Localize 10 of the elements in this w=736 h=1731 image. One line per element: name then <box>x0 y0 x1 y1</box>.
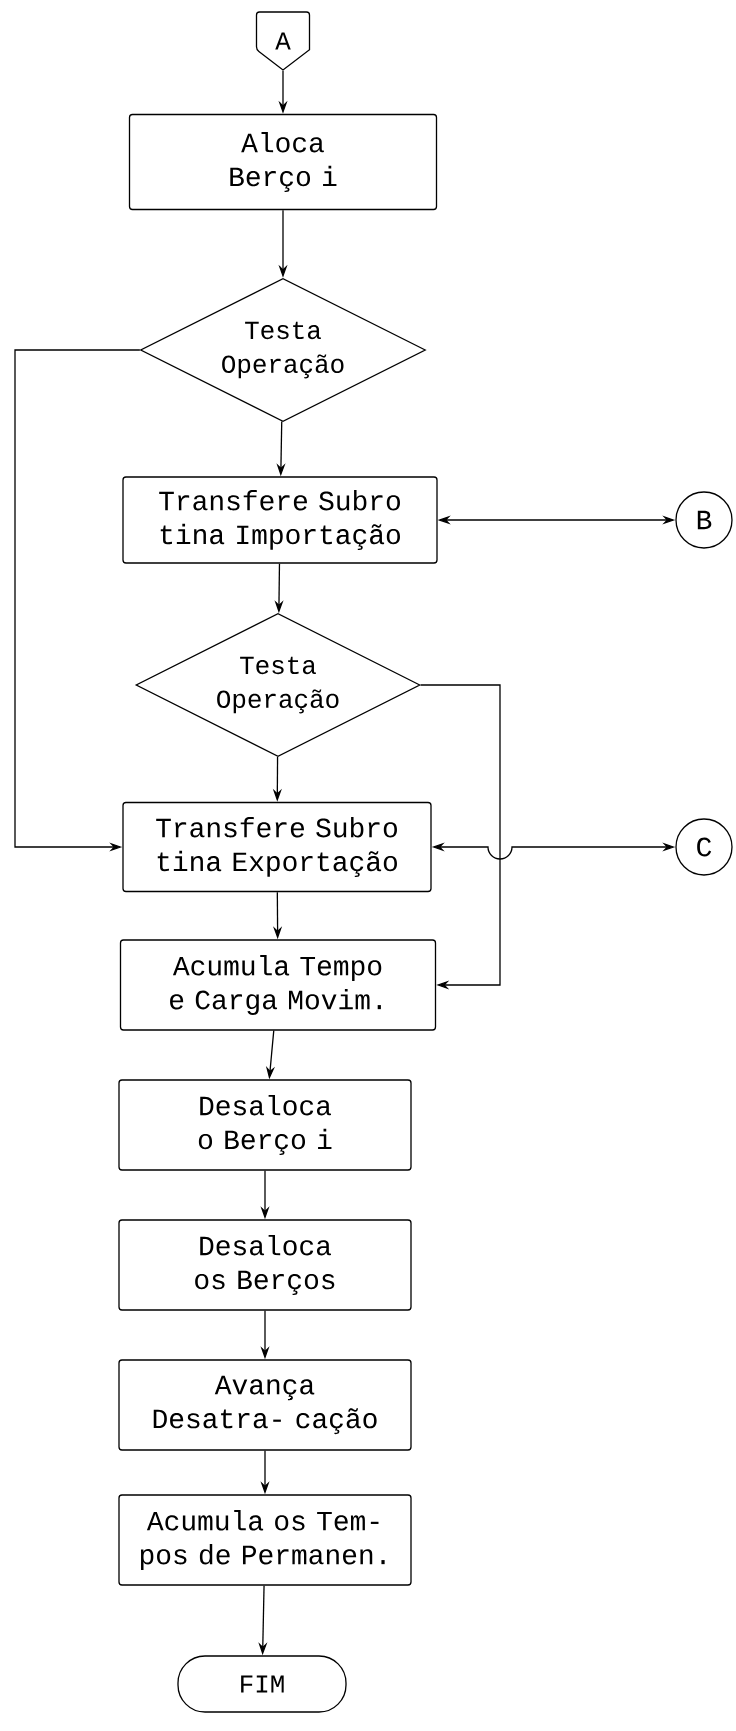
process-box: Transfere Subro tina Importação <box>122 476 438 564</box>
process-box: Aloca Berço i <box>128 113 438 211</box>
process-box: Acumula os Tem- pos de Permanen. <box>118 1494 412 1586</box>
process-box: Desaloca os Berços <box>118 1219 412 1311</box>
process-box: Avança Desatra- cação <box>118 1359 412 1451</box>
offpage-connector: A <box>255 11 311 71</box>
process-box: Desaloca o Berço i <box>118 1079 412 1171</box>
arrow <box>420 684 501 990</box>
process-box: Acumula Tempo e Carga Movim. <box>119 939 437 1031</box>
process-box: Transfere Subro tina Exportação <box>122 801 432 893</box>
